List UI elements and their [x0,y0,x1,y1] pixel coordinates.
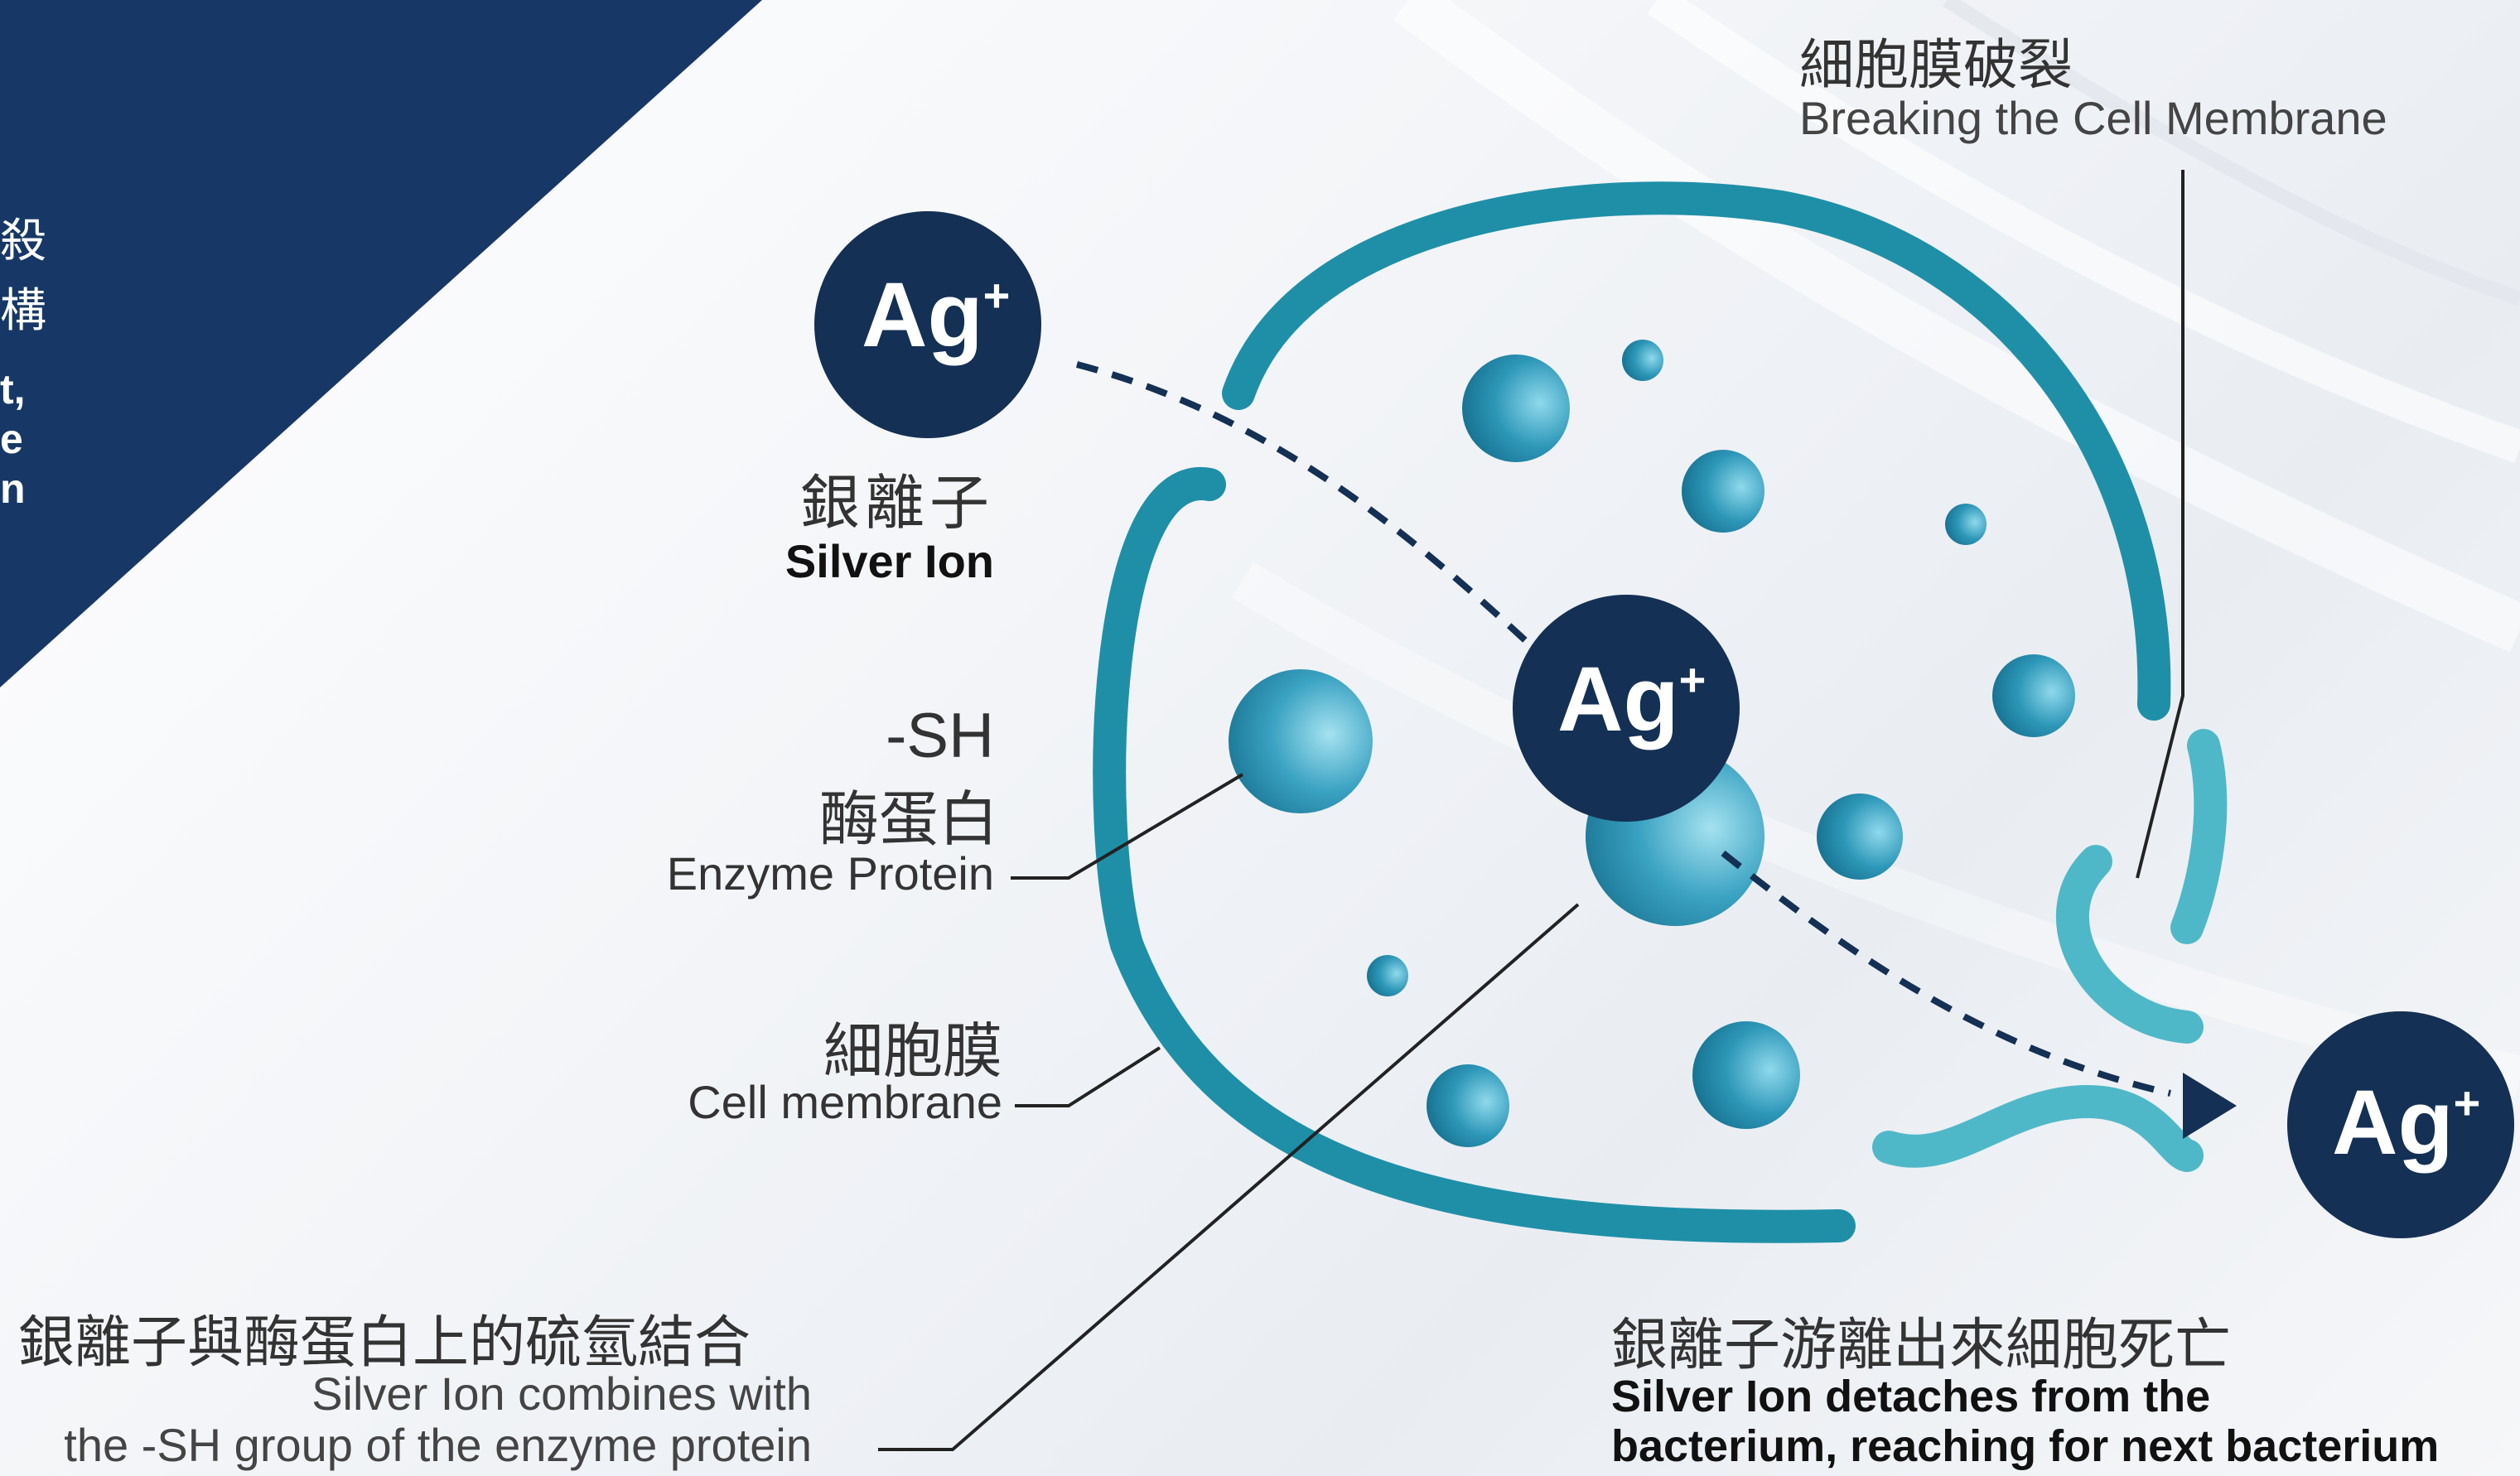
particle [1992,654,2075,737]
corner-en-1: t, [0,366,26,412]
svg-text:Ag+: Ag+ [2332,1072,2480,1174]
ion-symbol: Ag [862,264,983,366]
ion-charge: + [1679,654,1707,706]
combine-label-en-1: Silver Ion combines with [311,1367,812,1420]
membrane-fragment-right-1 [2170,729,2228,944]
detach-label-zh: 銀離子游離出來細胞死亡 [1611,1313,2232,1378]
silver-ion-label-zh: 銀離子 [799,468,994,538]
particle [1462,355,1570,462]
enzyme-protein-sphere [1229,669,1373,813]
silver-ion-right: Ag+ [2287,1011,2514,1238]
svg-text:Ag+: Ag+ [1557,649,1706,750]
ion-symbol: Ag [2332,1072,2454,1174]
arrow-head [2183,1073,2237,1139]
ion-charge: + [2454,1077,2481,1129]
membrane-fragment-right-2 [2056,845,2204,1044]
particle [1367,955,1408,996]
particle [1692,1021,1800,1129]
ion-charge: + [983,269,1011,321]
enzyme-formula: -SH [886,701,994,771]
combine-label-zh: 銀離子與酶蛋白上的硫氫結合 [18,1310,751,1376]
corner-en-fragment: t, e n [0,364,33,514]
enzyme-label-zh: 酶蛋白 [818,784,998,854]
corner-en-3: n [0,465,26,512]
membrane-arc-left [1093,467,1856,1243]
silver-ion-top: Ag+ [814,211,1041,438]
detach-label-en-2: bacterium, reaching for next bacterium [1611,1421,2440,1471]
leader-line-enzyme [1011,773,1244,880]
particle [1622,340,1663,381]
ion-symbol: Ag [1557,649,1679,750]
svg-text:Ag+: Ag+ [862,264,1010,366]
leader-line-combine [878,903,1580,1451]
particle [1682,450,1764,533]
particle [1945,504,1987,545]
membrane-arc-top [1222,181,2171,721]
corner-en-2: e [0,416,23,462]
membrane-label-zh: 細胞膜 [823,1016,1002,1086]
breaking-label-zh: 細胞膜破裂 [1799,33,2073,97]
combine-label-en-2: the -SH group of the enzyme protein [64,1419,812,1471]
silver-ion-center: Ag+ [1513,595,1740,822]
membrane-label-en: Cell membrane [688,1076,1002,1128]
breaking-label-en: Breaking the Cell Membrane [1799,92,2387,144]
detach-label-en-1: Silver Ion detaches from the [1611,1372,2211,1421]
ion-path-dashed [1075,361,1552,665]
particle [1817,793,1903,880]
particle [1427,1064,1509,1147]
silver-ion-label-en: Silver Ion [784,535,994,587]
enzyme-label-en: Enzyme Protein [666,847,994,900]
membrane-fragment-bottom [1872,1084,2204,1172]
leader-line-breaking [2136,170,2184,879]
leader-line-membrane [1015,1046,1161,1107]
